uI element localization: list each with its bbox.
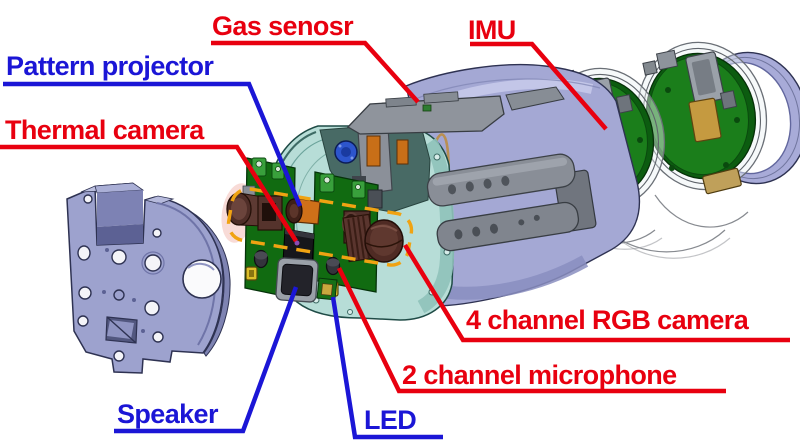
rgb-camera-part — [342, 213, 404, 263]
leader-pattern-projector — [3, 81, 303, 207]
front-cover-plate — [66, 182, 231, 374]
leader-led — [330, 296, 443, 440]
plate-slot — [105, 316, 138, 344]
microphone-part — [253, 249, 341, 276]
speaker-part — [275, 257, 319, 303]
leader-thermal-camera — [0, 144, 298, 243]
label-pattern-projector: Pattern projector — [6, 51, 214, 81]
leader-speaker — [114, 286, 299, 434]
camera-through-hole — [182, 259, 222, 299]
internal-fan — [334, 140, 358, 164]
highlight-dashed-box — [226, 187, 414, 267]
gold-chip — [688, 97, 722, 143]
upper-rail — [426, 153, 576, 207]
lower-rail — [436, 201, 580, 252]
label-thermal-camera: Thermal camera — [5, 115, 205, 145]
internal-orange-module — [396, 139, 409, 165]
label-rgb-camera: 4 channel RGB camera — [466, 305, 750, 335]
label-led: LED — [364, 405, 416, 435]
plate-holes — [77, 194, 164, 362]
label-imu: IMU — [468, 15, 516, 45]
pcb-disc-2 — [636, 41, 768, 195]
pattern-projector-part — [285, 197, 321, 225]
leader-gas-sensor — [211, 40, 420, 104]
leader-microphone — [336, 267, 726, 394]
leader-imu — [470, 41, 608, 131]
board-connector — [642, 49, 738, 110]
label-microphone: 2 channel microphone — [402, 360, 677, 390]
label-gas-sensor: Gas senosr — [212, 11, 354, 41]
board-bottom-tab — [316, 277, 338, 301]
gas-sensor-plate — [346, 86, 565, 135]
internal-orange-module — [366, 135, 381, 167]
leader-rgb-camera — [403, 243, 790, 343]
board-edge-connector — [702, 167, 742, 195]
label-speaker: Speaker — [117, 399, 219, 429]
